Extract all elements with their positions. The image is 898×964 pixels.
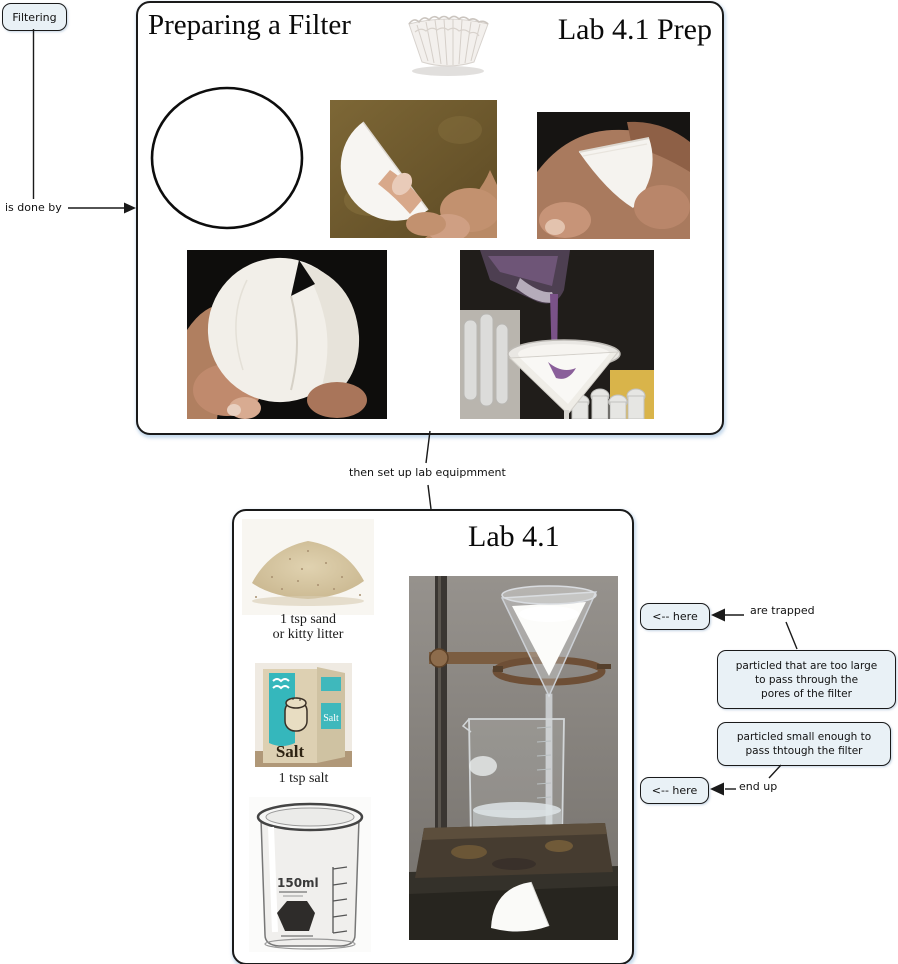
coffee-filter-image — [408, 15, 489, 76]
prep-panel[interactable]: Preparing a Filter Lab 4.1 Prep — [136, 1, 724, 435]
particles-large-node[interactable]: particled that are too large to pass thr… — [717, 650, 896, 709]
are-trapped-label[interactable]: are trapped — [748, 604, 817, 617]
connector-panel-to-setup — [425, 430, 431, 464]
open-cone-photo — [187, 250, 387, 419]
flat-filter-circle — [150, 86, 304, 230]
here-top-node[interactable]: <-- here — [640, 603, 710, 630]
here-top-label: <-- here — [652, 610, 698, 623]
connector-aretrapped-to-largebox — [785, 621, 798, 650]
connector-setup-to-lab — [427, 484, 432, 510]
then-setup-label[interactable]: then set up lab equipmment — [347, 466, 508, 479]
here-bottom-node[interactable]: <-- here — [640, 777, 709, 804]
salt-photo: Salt Salt — [255, 663, 352, 767]
arrowhead-icon — [710, 782, 724, 796]
filtering-node[interactable]: Filtering — [2, 3, 67, 31]
quarter-fold-photo — [537, 112, 690, 239]
ringstand-photo — [409, 576, 618, 940]
salt-side-label: Salt — [323, 713, 339, 724]
lab-panel[interactable]: Lab 4.1 1 tsp sand or kitty litter — [232, 509, 634, 964]
salt-front-label: Salt — [276, 742, 305, 761]
filtering-node-label: Filtering — [12, 10, 57, 24]
end-up-label[interactable]: end up — [737, 780, 780, 793]
beaker-photo: 150ml — [249, 797, 371, 952]
prep-panel-title: Preparing a Filter — [148, 9, 351, 41]
lab-panel-title: Lab 4.1 — [468, 520, 560, 553]
here-bottom-label: <-- here — [651, 784, 698, 797]
is-done-by-label[interactable]: is done by — [3, 201, 64, 214]
sand-caption: 1 tsp sand or kitty litter — [272, 612, 344, 642]
beaker-volume-label: 150ml — [277, 876, 319, 890]
half-fold-photo — [330, 100, 497, 238]
pour-photo — [460, 250, 654, 419]
arrowhead-icon — [711, 608, 725, 622]
arrowhead-icon — [124, 202, 136, 214]
particles-small-node[interactable]: particled small enough to pass thtough t… — [717, 722, 891, 766]
sand-photo — [242, 519, 374, 615]
connector-smallbox-to-endup — [768, 764, 782, 779]
salt-caption: 1 tsp salt — [278, 771, 329, 786]
prep-panel-subtitle: Lab 4.1 Prep — [557, 13, 712, 46]
